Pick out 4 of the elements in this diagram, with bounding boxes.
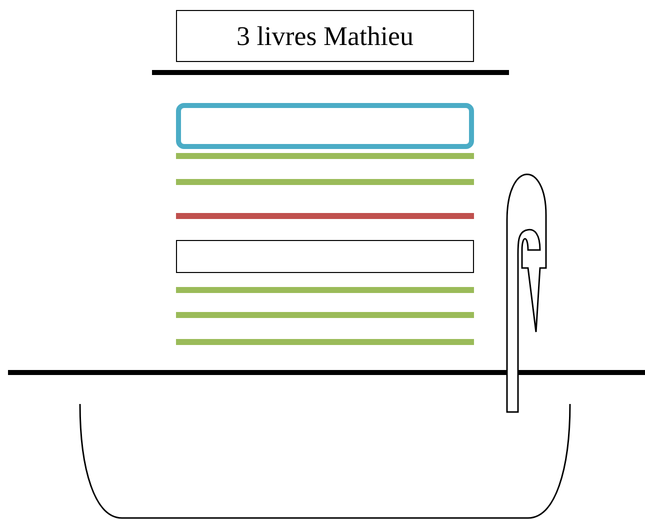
- book-box: [176, 240, 474, 273]
- title-box: [176, 10, 474, 62]
- title-text: 3 livres Mathieu: [236, 20, 414, 52]
- book-box: [176, 103, 474, 149]
